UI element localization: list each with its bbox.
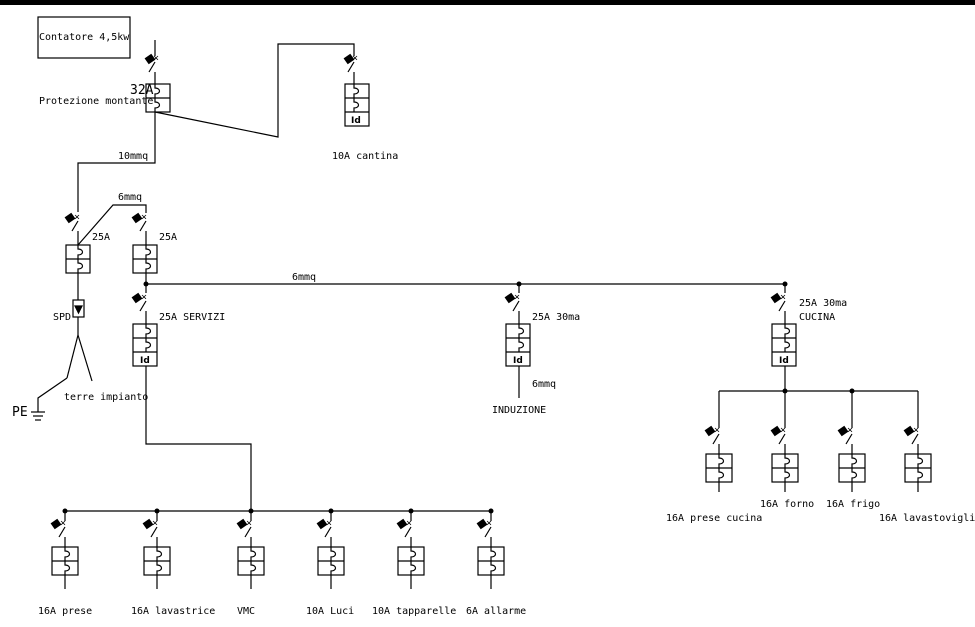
cantina-breaker: × Id xyxy=(343,53,370,127)
svg-text:×: × xyxy=(352,53,358,64)
pe-label: PE xyxy=(12,405,28,420)
branch-breaker: × xyxy=(316,518,345,589)
sub-breaker-rating: 25A xyxy=(159,232,177,243)
wire-6mmq-link xyxy=(77,204,147,246)
svg-text:×: × xyxy=(780,292,786,303)
cucina-circuit-label: 16A forno xyxy=(760,499,814,510)
svg-text:×: × xyxy=(913,425,919,436)
svg-text:×: × xyxy=(406,518,412,529)
branch-breaker: × xyxy=(236,518,265,589)
svg-text:Id: Id xyxy=(140,356,150,366)
svg-text:×: × xyxy=(847,425,853,436)
svg-text:×: × xyxy=(326,518,332,529)
svg-text:×: × xyxy=(514,292,520,303)
earth-label: terre impianto xyxy=(64,392,148,403)
cucina-label: CUCINA xyxy=(799,312,835,323)
svg-text:Id: Id xyxy=(779,356,789,366)
cucina-rcbo: × Id xyxy=(770,292,797,367)
branch-breaker: × xyxy=(396,518,425,589)
cucina-rating: 25A 30ma xyxy=(799,298,847,309)
wire-montante xyxy=(77,112,156,212)
servizi-rcbo: × Id xyxy=(131,292,158,367)
branch-breaker: × xyxy=(770,425,799,492)
svg-text:×: × xyxy=(153,53,159,64)
servizi-label: 25A SERVIZI xyxy=(159,312,225,323)
spd-breaker-rating: 25A xyxy=(92,232,110,243)
svg-text:Id: Id xyxy=(513,356,523,366)
main-rating: 32A xyxy=(130,83,154,98)
wire-cantina xyxy=(154,43,355,138)
wire-servizi xyxy=(145,366,252,511)
induzione-rating: 25A 30ma xyxy=(532,312,580,323)
branch-breaker: × xyxy=(704,425,733,492)
cable-6mmq-bus: 6mmq xyxy=(292,272,316,283)
cucina-circuits: × 16A prese cucina × 16A forno × 16A frigo × 16… xyxy=(666,391,975,524)
svg-text:×: × xyxy=(60,518,66,529)
svg-text:×: × xyxy=(780,425,786,436)
spd-breaker: × xyxy=(64,212,91,274)
induzione-label: INDUZIONE xyxy=(492,405,546,416)
cucina-circuit-label: 16A prese cucina xyxy=(666,513,762,524)
meter-box xyxy=(37,16,131,59)
servizi-circuit-label: VMC xyxy=(237,606,255,617)
servizi-circuits: × 16A prese × 16A lavastrice × VMC × 10A Luci × 1… xyxy=(38,508,526,617)
spd-label: SPD xyxy=(53,312,71,323)
sub-breaker: × xyxy=(131,212,158,274)
svg-text:×: × xyxy=(141,292,147,303)
branch-breaker: × xyxy=(142,518,171,589)
wire-earth xyxy=(37,377,68,412)
branch-breaker: × xyxy=(476,518,505,589)
main-label: Protezione montante xyxy=(39,96,153,107)
svg-text:×: × xyxy=(152,518,158,529)
branch-breaker: × xyxy=(903,425,932,492)
branch-breaker: × xyxy=(837,425,866,492)
cable-10mmq: 10mmq xyxy=(118,151,148,162)
cucina-circuit-label: 16A frigo xyxy=(826,499,880,510)
cable-6mmq-top: 6mmq xyxy=(118,192,142,203)
svg-text:×: × xyxy=(246,518,252,529)
cucina-circuit-label: 16A lavastoviglie xyxy=(879,513,975,524)
svg-text:×: × xyxy=(141,212,147,223)
servizi-circuit-label: 16A lavastrice xyxy=(131,606,215,617)
servizi-circuit-label: 16A prese xyxy=(38,606,92,617)
meter-label: Contatore 4,5kw xyxy=(39,32,130,43)
top-border xyxy=(0,0,975,5)
induzione-rcbo: × Id xyxy=(504,292,531,367)
svg-text:Id: Id xyxy=(351,116,361,126)
servizi-circuit-label: 6A allarme xyxy=(466,606,526,617)
servizi-circuit-label: 10A tapparelle xyxy=(372,606,456,617)
servizi-circuit-label: 10A Luci xyxy=(306,606,354,617)
branch-breaker: × xyxy=(50,518,79,589)
cable-6mmq-induzione: 6mmq xyxy=(532,379,556,390)
cantina-label: 10A cantina xyxy=(332,151,398,162)
svg-text:×: × xyxy=(714,425,720,436)
svg-text:×: × xyxy=(486,518,492,529)
spd-arrow-icon xyxy=(74,305,83,315)
svg-text:×: × xyxy=(74,212,80,223)
